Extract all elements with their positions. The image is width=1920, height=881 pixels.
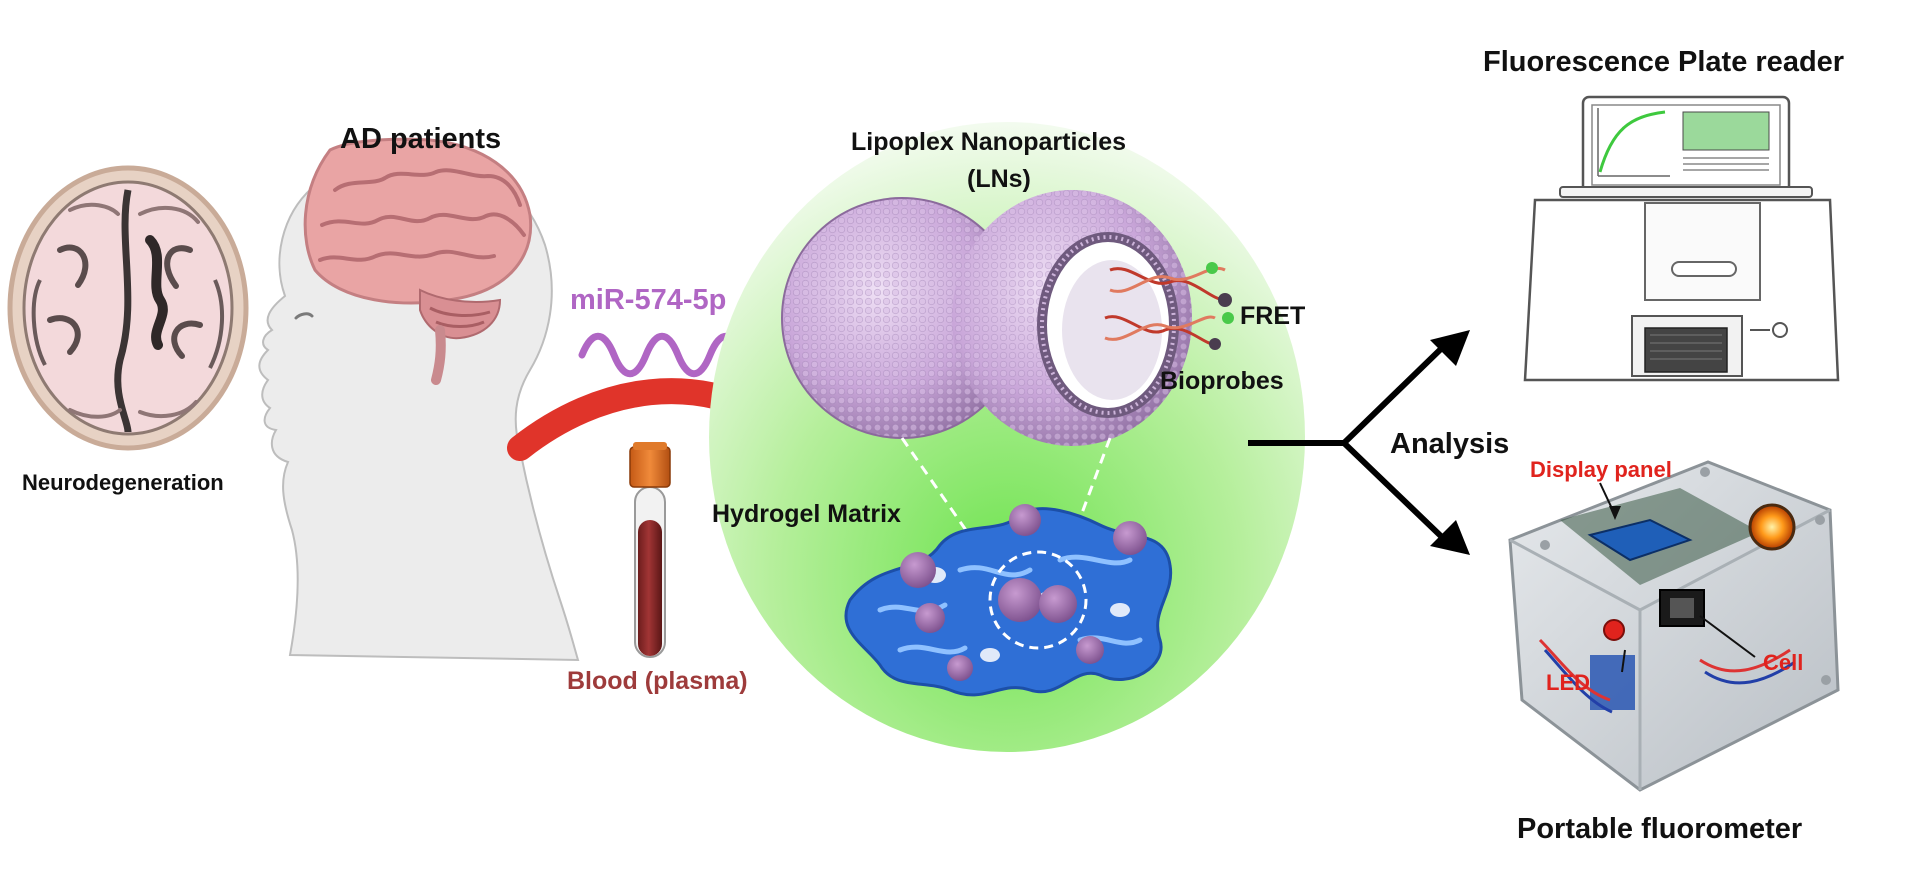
label-portable: Portable fluorometer bbox=[1517, 813, 1803, 845]
dna-helix-icon bbox=[1104, 262, 1234, 350]
label-hydrogel: Hydrogel Matrix bbox=[712, 500, 901, 528]
label-fret: FRET bbox=[1240, 302, 1306, 330]
blood-tube-icon bbox=[629, 442, 671, 658]
label-mirna: miR-574-5p bbox=[570, 284, 727, 316]
lipoplex-nanoparticle-icon bbox=[781, 190, 1192, 446]
label-neurodegeneration: Neurodegeneration bbox=[22, 470, 224, 495]
brain-section-icon bbox=[7, 165, 249, 451]
portable-fluorometer-icon bbox=[1508, 460, 1840, 792]
plate-reader-icon bbox=[1523, 95, 1840, 382]
label-bioprobes: Bioprobes bbox=[1160, 367, 1284, 395]
label-led: LED bbox=[1546, 670, 1590, 695]
analysis-arrows bbox=[1248, 330, 1470, 555]
human-head-icon bbox=[258, 137, 580, 662]
label-analysis: Analysis bbox=[1390, 428, 1510, 460]
label-cell: Cell bbox=[1763, 650, 1804, 675]
label-ad-patients: AD patients bbox=[340, 123, 502, 155]
label-blood: Blood (plasma) bbox=[567, 667, 748, 695]
label-lipoplex-line1: Lipoplex Nanoparticles bbox=[851, 128, 1127, 156]
mirna-wave-icon bbox=[578, 332, 746, 378]
label-plate-reader: Fluorescence Plate reader bbox=[1483, 46, 1845, 78]
hydrogel-matrix-icon bbox=[844, 504, 1173, 697]
label-lipoplex-line2: (LNs) bbox=[967, 165, 1031, 193]
label-display-panel: Display panel bbox=[1530, 457, 1672, 482]
